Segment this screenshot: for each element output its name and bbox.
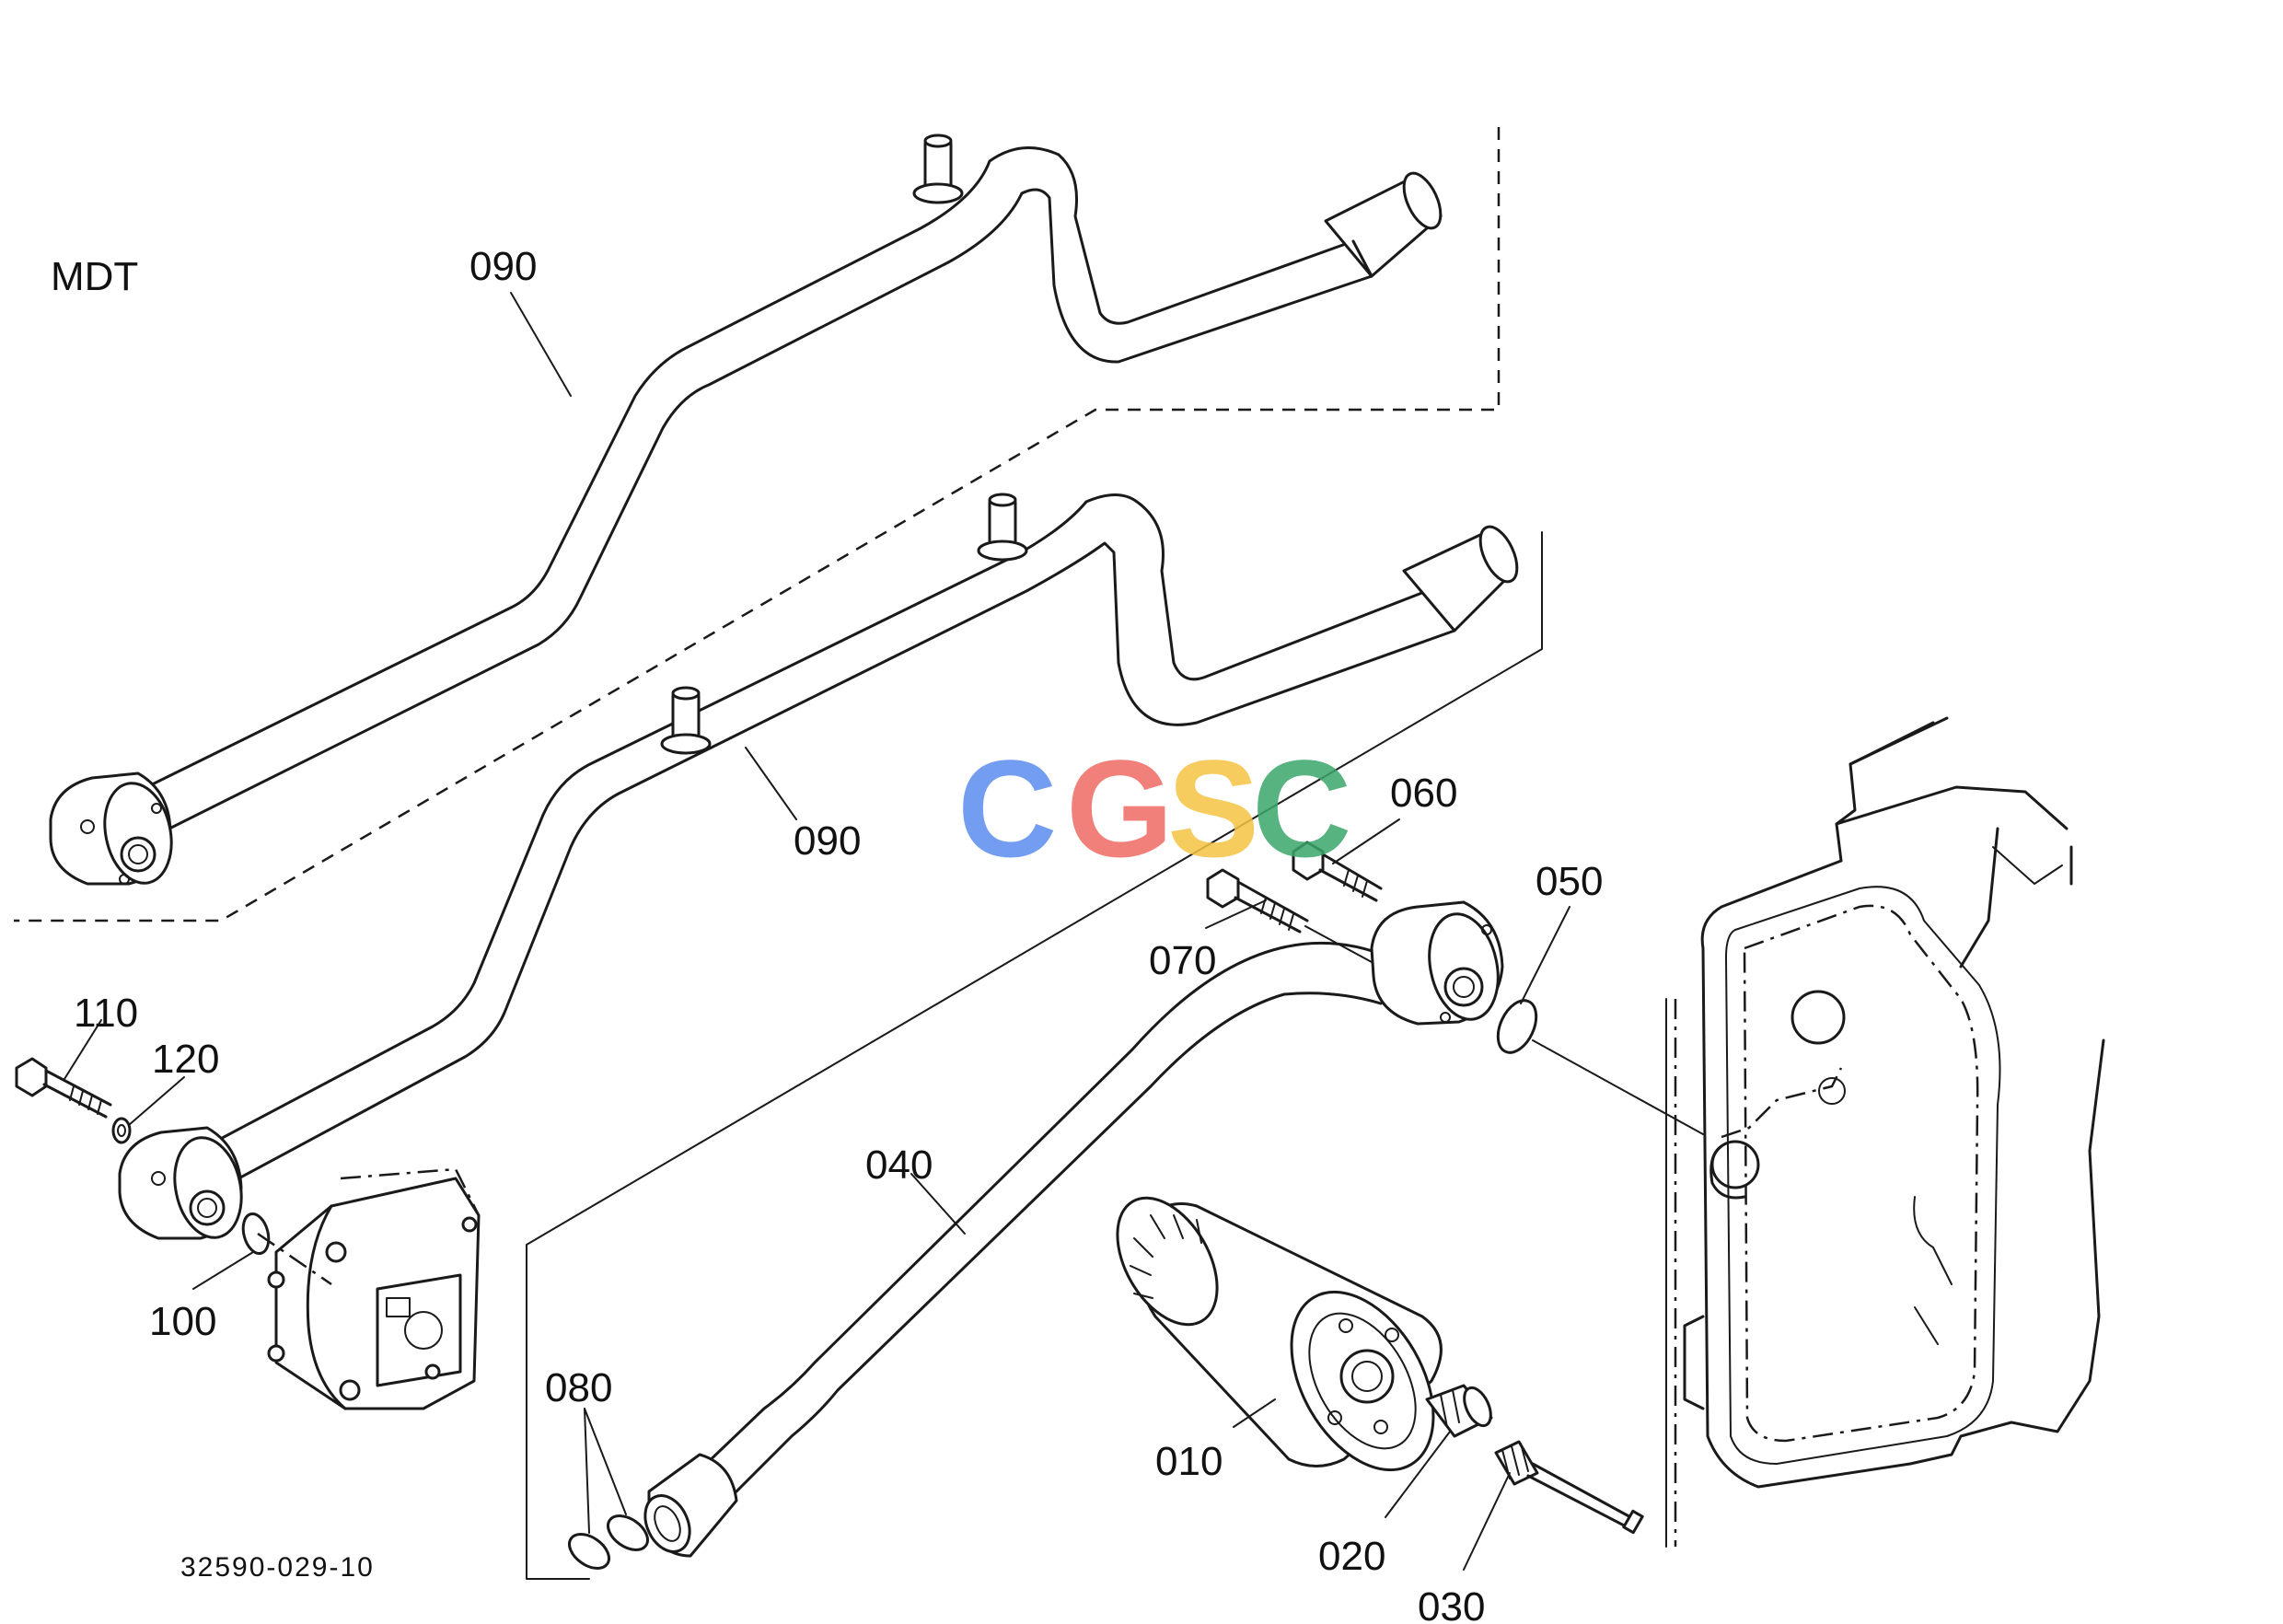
valve-030: [1494, 1440, 1644, 1535]
part-labels: MDT 090 090 060 050 070 110 120 100 040 …: [51, 244, 1603, 1624]
label-090-lower: 090: [794, 818, 861, 864]
lower-region-border: [526, 531, 1543, 1580]
washer-120: [111, 1117, 132, 1144]
mdt-region-border: [14, 127, 1501, 922]
upper-pipe-090: [49, 133, 1443, 886]
o-rings-080: [568, 1514, 649, 1570]
bolt-110: [15, 1057, 112, 1119]
flange-040: [1370, 900, 1504, 1026]
pipe-040: [643, 941, 1392, 1558]
watermark-letter-1: C: [957, 731, 1057, 886]
label-050: 050: [1536, 859, 1603, 904]
label-030: 030: [1418, 1584, 1485, 1624]
oil-filter-010: [1116, 1196, 1443, 1472]
label-060: 060: [1390, 771, 1457, 816]
gear-pump: [257, 1167, 481, 1410]
watermark-letter-4: C: [1252, 731, 1351, 886]
title-label: MDT: [51, 254, 138, 299]
drawing-number: 32590-029-10: [180, 1552, 375, 1583]
bolt-060: [1292, 841, 1383, 902]
label-090-upper: 090: [469, 244, 537, 289]
label-120: 120: [152, 1037, 219, 1082]
o-ring-100: [241, 1212, 271, 1256]
watermark-letter-2: G: [1066, 731, 1174, 886]
o-ring-050: [1496, 999, 1538, 1054]
lower-pipe-090: [118, 493, 1519, 1240]
transmission-housing: [1674, 716, 2105, 1547]
watermark: C G S C: [957, 731, 1351, 886]
label-010: 010: [1155, 1439, 1223, 1484]
label-080: 080: [545, 1365, 612, 1410]
label-100: 100: [149, 1299, 216, 1344]
label-110: 110: [74, 991, 138, 1036]
label-020: 020: [1318, 1534, 1385, 1579]
label-070: 070: [1149, 938, 1216, 983]
leader-lines: [64, 292, 1570, 1571]
fitting-020: [1425, 1384, 1493, 1438]
watermark-letter-3: S: [1167, 731, 1259, 886]
bolt-070: [1206, 868, 1373, 963]
label-040: 040: [865, 1143, 933, 1188]
